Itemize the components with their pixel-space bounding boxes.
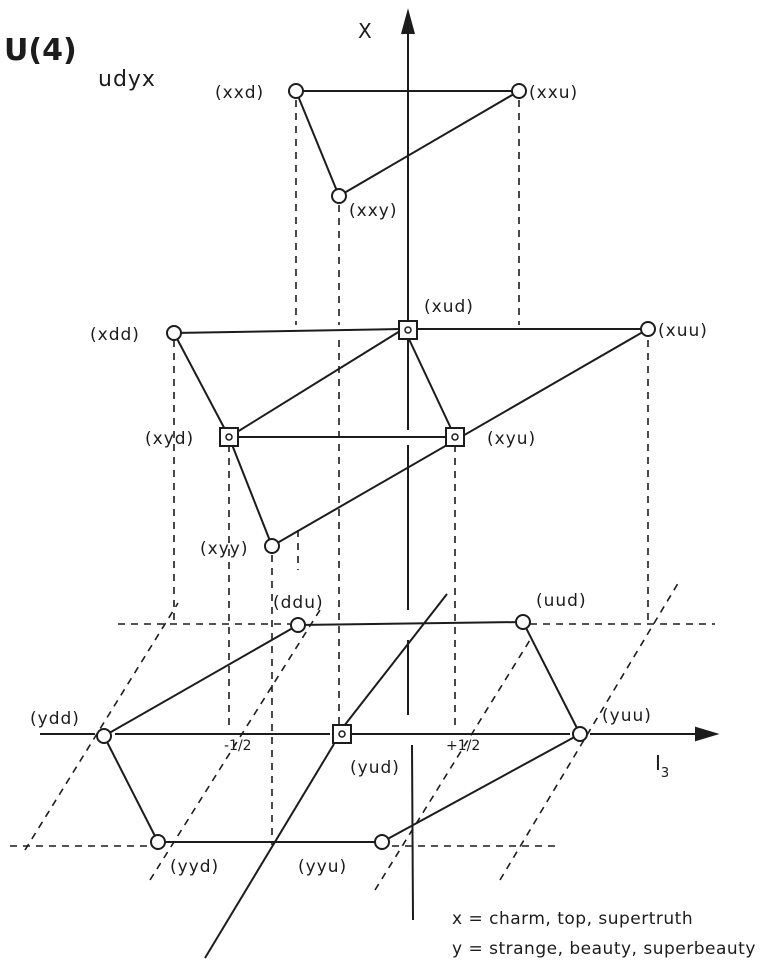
label-yuu: (yuu) [602, 706, 652, 726]
label-xyy: (xyy) [200, 539, 248, 559]
state-labels: (xxd) (xxu) (xxy) (xud) (xdd) (xuu) (xyd… [30, 83, 708, 877]
x-axis [401, 8, 415, 921]
solid-edges [103, 90, 649, 843]
tick-minus-half: -1/2 [224, 738, 252, 754]
node-yyd [150, 834, 166, 850]
boxed-nodes [219, 320, 465, 744]
label-xyu: (xyu) [487, 429, 536, 449]
label-yyd: (yyd) [170, 857, 219, 877]
tick-plus-half: +1/2 [446, 738, 480, 754]
node-ydd [96, 728, 112, 744]
node-xxd [288, 83, 304, 99]
label-xdd: (xdd) [90, 325, 140, 345]
node-xyd [219, 427, 239, 447]
label-xxy: (xxy) [349, 201, 397, 221]
node-xyy [264, 538, 280, 554]
label-ddu: (ddu) [273, 593, 324, 613]
node-xuu [640, 321, 656, 337]
node-yyu [374, 834, 390, 850]
node-xyu [445, 427, 465, 447]
i3-axis-label: I3 [655, 751, 669, 781]
i3-axis [40, 726, 720, 742]
dashed-projections [10, 100, 715, 891]
x-axis-label: X [358, 19, 372, 43]
node-xdd [166, 325, 182, 341]
label-xxd: (xxd) [215, 83, 264, 103]
title-sub: udyx [98, 67, 156, 92]
label-ydd: (ydd) [30, 709, 80, 729]
node-yuu [572, 726, 588, 742]
legend: x = charm, top, supertruth y = strange, … [452, 909, 756, 959]
node-ddu [290, 617, 306, 633]
label-xuu: (xuu) [658, 321, 708, 341]
legend-x: x = charm, top, supertruth [452, 909, 693, 929]
label-xxu: (xxu) [529, 83, 578, 103]
legend-y: y = strange, beauty, superbeauty [452, 939, 756, 959]
label-uud: (uud) [536, 591, 587, 611]
node-xud [398, 320, 418, 340]
node-xxu [511, 83, 527, 99]
label-yyu: (yyu) [298, 857, 347, 877]
state-nodes [96, 83, 656, 850]
title-main: U(4) [4, 33, 77, 68]
node-yud [332, 724, 352, 744]
label-yud: (yud) [350, 758, 400, 778]
label-xud: (xud) [424, 297, 474, 317]
node-xxy [331, 188, 347, 204]
node-uud [515, 614, 531, 630]
oblique-axis [204, 593, 448, 959]
label-xyd: (xyd) [145, 429, 194, 449]
